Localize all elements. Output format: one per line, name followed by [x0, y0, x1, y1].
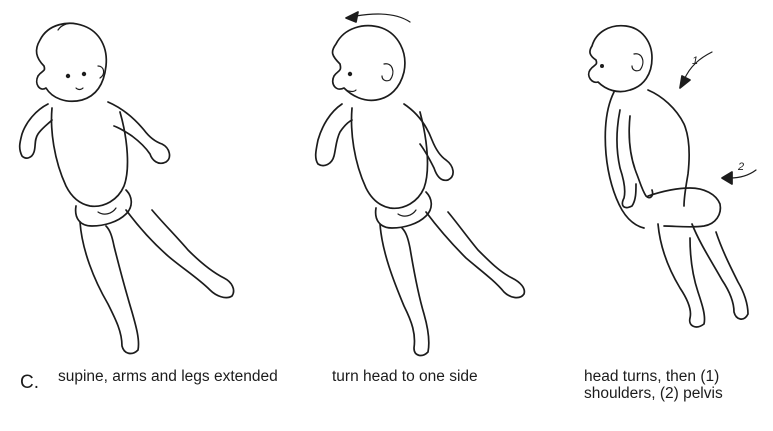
figure-letter: C.: [20, 372, 39, 394]
arrow-label-1: 1: [692, 55, 698, 67]
caption-panel-1: supine, arms and legs extended: [58, 368, 278, 385]
infant-rolling-drawing: 1 2: [589, 26, 756, 327]
caption-panel-2: turn head to one side: [332, 368, 532, 385]
caption-panel-3: head turns, then (1) shoulders, (2) pelv…: [584, 368, 764, 402]
infant-supine-drawing: [20, 23, 234, 353]
infant-head-turned-drawing: [316, 12, 525, 355]
arrow-label-2: 2: [737, 161, 744, 173]
